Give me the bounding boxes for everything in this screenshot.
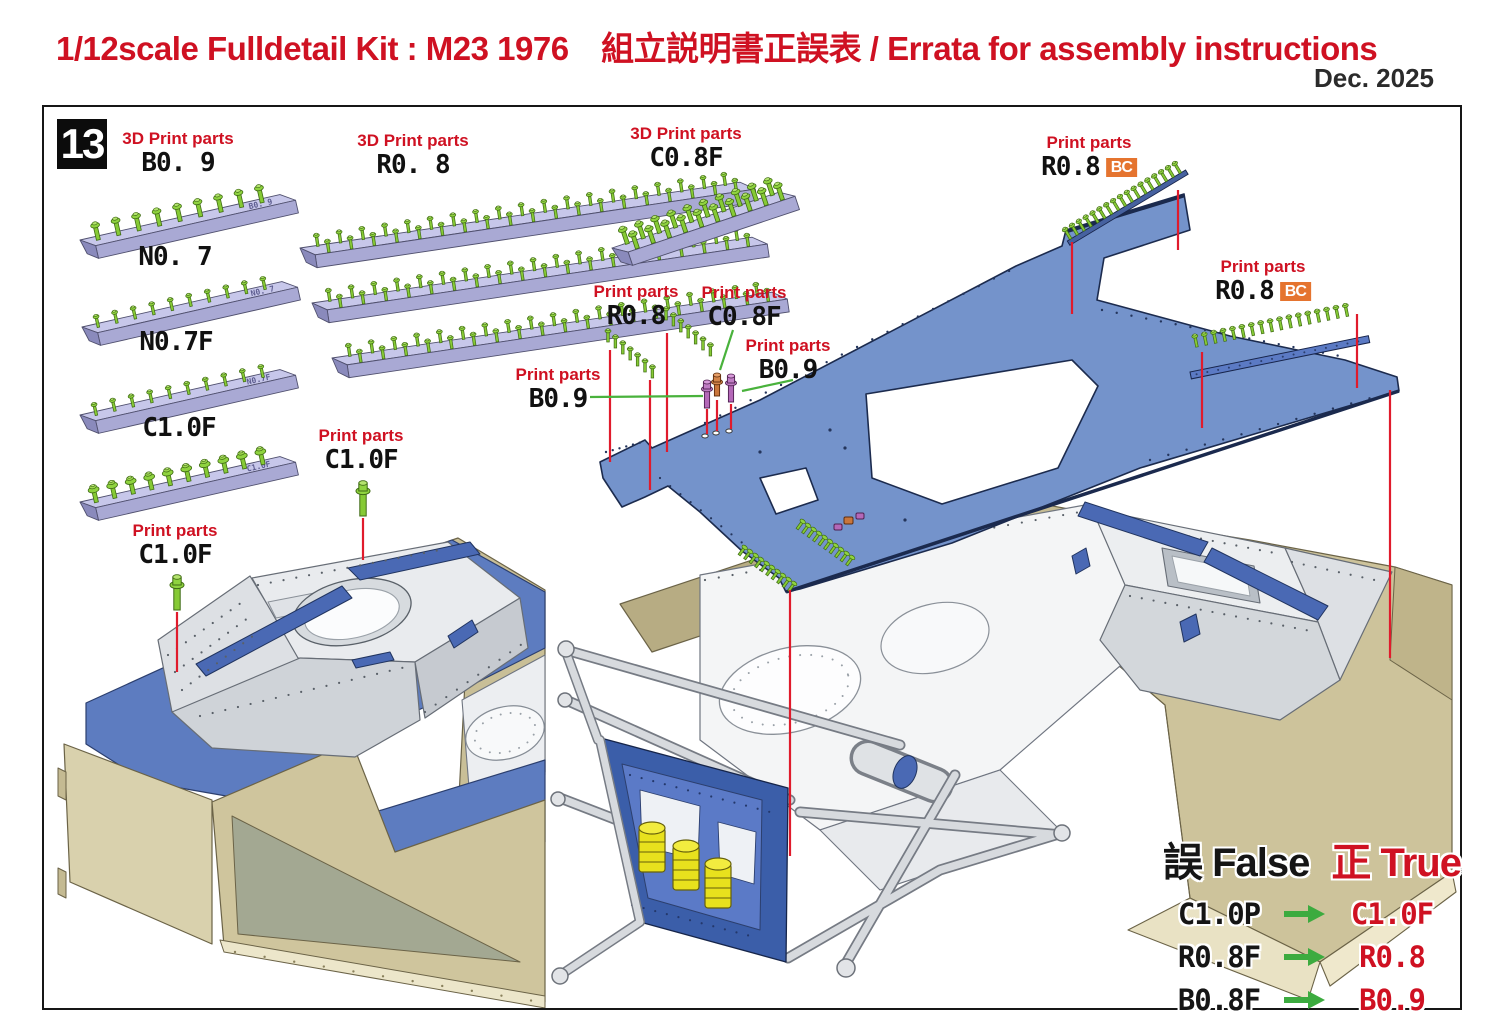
label-part: B0. 9 — [141, 147, 215, 178]
label-tag: Print parts — [1220, 257, 1306, 276]
legend-row: B0.8F B0.9 — [1163, 983, 1461, 1017]
sprue-n07f: N0.7F — [79, 363, 299, 434]
label-tag: Print parts — [1046, 133, 1132, 152]
loose-bolt-b09 — [725, 373, 737, 403]
arrow-right-icon — [1275, 897, 1333, 931]
sprue-c08f — [611, 175, 800, 266]
legend-wrong-value: R0.8F — [1177, 940, 1261, 974]
arrow-right-icon — [1275, 940, 1333, 974]
label-part: C1.0F — [142, 413, 216, 443]
label-part: B0.9 — [528, 383, 589, 414]
label-part: N0.7F — [139, 327, 213, 357]
label-sprue-c10f: C1.0F — [142, 413, 216, 443]
label-part: N0. 7 — [138, 242, 212, 272]
sprue-b09: B0. 9 — [79, 183, 299, 259]
legend-header: 誤 False 正 True — [1163, 830, 1462, 888]
legend-correct-value: B0.9 — [1359, 983, 1426, 1017]
label-print-r08: Print parts R0.8 — [593, 282, 679, 331]
label-part: C0.8F — [649, 142, 723, 173]
legend-wrong-value: C1.0P — [1177, 897, 1261, 931]
label-print-b09-right: Print parts B0.9 — [745, 336, 831, 385]
label-tag: 3D Print parts — [357, 131, 469, 150]
loose-bolt-c10f — [169, 574, 185, 611]
label-print-b09-left: Print parts B0.9 — [515, 365, 601, 414]
rivet-strip-top — [1060, 159, 1189, 246]
rivet-backing-strip — [1189, 335, 1371, 380]
label-tag: 3D Print parts — [122, 129, 234, 148]
legend-correct-value: C1.0F — [1350, 897, 1434, 931]
label-part: R0. 8 — [376, 149, 450, 180]
rivet-row-right — [1191, 302, 1351, 348]
label-part: R0.8 — [606, 300, 667, 331]
sprue-c10f: C1.0F — [79, 445, 299, 521]
label-part-text: R0.8 — [1215, 275, 1275, 306]
label-part: C1.0F — [324, 444, 398, 475]
legend-wrong-value: B0.8F — [1177, 983, 1261, 1017]
step-number: 13 — [60, 120, 106, 167]
label-sprue-c08f: 3D Print parts C0.8F — [630, 124, 742, 173]
sprue-r08-a — [299, 171, 758, 269]
floor-panel-illustration — [599, 193, 1400, 594]
label-tag: Print parts — [593, 282, 679, 301]
bc-badge: BC — [1105, 157, 1137, 178]
label-part: C0.8F — [707, 301, 781, 332]
label-part: C1.0F — [138, 539, 212, 570]
legend-row: R0.8F R0.8 — [1163, 940, 1461, 974]
label-tag: Print parts — [132, 521, 218, 540]
installed-bolts — [833, 512, 865, 531]
loose-bolt-b09 — [701, 379, 713, 409]
label-tag: Print parts — [701, 283, 787, 302]
label-tag: Print parts — [318, 426, 404, 445]
label-print-c10f-b: Print parts C1.0F — [132, 521, 218, 570]
label-tag: Print parts — [745, 336, 831, 355]
loose-bolt-c10f — [355, 480, 371, 517]
leader-lines-green — [589, 329, 794, 399]
errata-legend: 誤 False 正 True C1.0P C1.0F R0.8F R0.8 B0… — [1163, 830, 1462, 1017]
right-monocoque-illustration — [550, 496, 1457, 1001]
sprue-n07: N0. 7 — [81, 275, 301, 346]
label-sprue-n07: N0. 7 — [138, 242, 212, 272]
label-sprue-r08: 3D Print parts R0. 8 — [357, 131, 469, 180]
bc-badge: BC — [1279, 281, 1311, 302]
date-label: Dec. 2025 — [1314, 63, 1434, 93]
leader-lines-red — [175, 190, 1392, 856]
step-number-box: 13 — [57, 119, 107, 169]
label-tag: Print parts — [515, 365, 601, 384]
legend-false-header: 誤 False — [1163, 841, 1310, 885]
legend-row: C1.0P C1.0F — [1163, 897, 1461, 931]
label-part: B0.9 — [758, 354, 819, 385]
label-print-c08f: Print parts C0.8F — [701, 283, 787, 332]
label-part-text: R0.8 — [1041, 151, 1101, 182]
left-monocoque-illustration — [57, 537, 546, 1009]
arrow-right-icon — [1275, 983, 1333, 1017]
label-sprue-n07f: N0.7F — [139, 327, 213, 357]
loose-bolt-c08f — [711, 372, 723, 397]
legend-correct-value: R0.8 — [1359, 940, 1426, 974]
label-print-c10f-a: Print parts C1.0F — [318, 426, 404, 475]
sprue-r08-c — [331, 281, 790, 379]
label-tag: 3D Print parts — [630, 124, 742, 143]
legend-true-header: 正 True — [1331, 841, 1462, 885]
label-sprue-b09: 3D Print parts B0. 9 — [122, 129, 234, 178]
page-title: 1/12scale Fulldetail Kit : M23 1976 組立説明… — [56, 30, 1378, 67]
